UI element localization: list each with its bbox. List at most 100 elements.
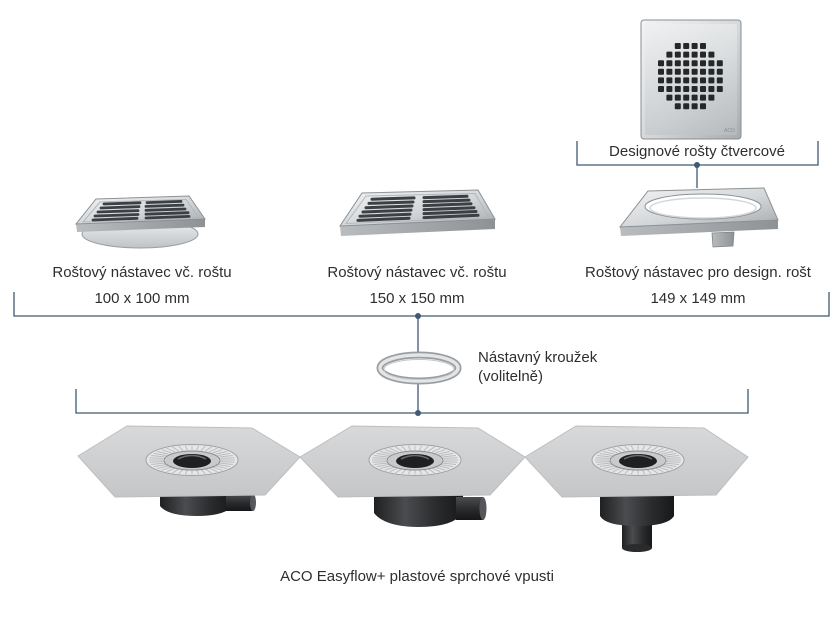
flange-rib bbox=[661, 465, 673, 469]
drains-junction-dot bbox=[415, 410, 421, 416]
ring-inner-edge bbox=[383, 359, 455, 380]
grate-hole bbox=[683, 43, 690, 49]
grate-hole bbox=[708, 68, 715, 75]
flange-rib bbox=[597, 455, 611, 458]
grate-hole bbox=[666, 51, 673, 58]
grate-hole bbox=[716, 68, 723, 75]
flange-rib bbox=[442, 455, 456, 458]
flange-rib bbox=[603, 465, 615, 469]
grate-hole bbox=[691, 51, 698, 58]
grate-hole bbox=[691, 68, 698, 75]
grate-hole bbox=[708, 51, 715, 58]
grate-hole bbox=[674, 68, 681, 75]
flange-rib bbox=[215, 451, 227, 455]
flange-rib bbox=[384, 466, 395, 471]
grate-hole bbox=[666, 68, 673, 75]
grate-hole bbox=[666, 77, 673, 84]
flange-rib bbox=[618, 468, 626, 474]
flange-rib bbox=[661, 451, 673, 455]
flange-rib bbox=[435, 466, 446, 471]
grate-hole bbox=[683, 68, 690, 75]
outlet-pipe-end bbox=[622, 544, 652, 552]
grate-hole bbox=[716, 60, 723, 67]
flange-rib bbox=[153, 452, 167, 456]
flange-rib bbox=[642, 469, 646, 475]
flange-rib bbox=[612, 467, 622, 473]
flange-rib bbox=[407, 469, 411, 475]
ring-highlight bbox=[378, 353, 460, 383]
flange-rib bbox=[440, 452, 454, 456]
grate-hole bbox=[691, 77, 698, 84]
grate-slots bbox=[91, 200, 191, 222]
grate-hole bbox=[674, 51, 681, 58]
outlet-pipe-end bbox=[250, 494, 256, 511]
flange-rib bbox=[380, 465, 392, 469]
grate-hole bbox=[666, 86, 673, 92]
flange-grid bbox=[149, 445, 235, 475]
outlet-pipe bbox=[456, 497, 483, 520]
drains-bracket bbox=[75, 389, 749, 414]
flange-rib bbox=[372, 461, 387, 463]
flange-rib bbox=[597, 462, 611, 465]
grate-frame-100-icon bbox=[74, 195, 206, 249]
flange-rib bbox=[161, 466, 172, 471]
design-grates-label: Designové rošty čtvercové bbox=[609, 143, 785, 160]
flange-rib bbox=[212, 449, 223, 454]
flange-rib bbox=[184, 445, 188, 451]
grate-hole bbox=[658, 86, 664, 92]
outlet-pipe bbox=[226, 494, 253, 511]
flange-rib bbox=[389, 467, 399, 473]
flange-rib bbox=[204, 468, 212, 474]
flange-rib bbox=[431, 447, 441, 453]
grate-hole bbox=[708, 77, 715, 84]
grate-frames-bracket bbox=[13, 292, 830, 317]
flange-rib bbox=[646, 445, 652, 451]
flange-rib bbox=[376, 452, 390, 456]
grate-hole bbox=[674, 43, 681, 49]
flange-rib bbox=[220, 461, 235, 463]
flange-rib bbox=[172, 446, 180, 452]
grate-hole bbox=[716, 77, 723, 84]
grate-hole bbox=[700, 86, 706, 92]
frame-tab bbox=[711, 231, 735, 248]
extension-ring-note: (volitelně) bbox=[478, 368, 544, 385]
grate-hole bbox=[691, 60, 698, 67]
flange-rib bbox=[646, 469, 652, 475]
flange-rib bbox=[157, 451, 169, 455]
grate-hole bbox=[700, 94, 706, 101]
flange-rib bbox=[666, 457, 681, 459]
flange-rib bbox=[666, 461, 681, 463]
design-grate-frame-size: 149 x 149 mm bbox=[650, 290, 746, 307]
flange-rib bbox=[220, 457, 235, 459]
flange-rib bbox=[423, 445, 429, 451]
drain-trap-highlight bbox=[177, 454, 207, 460]
grate-hole bbox=[691, 43, 698, 49]
flange-rib bbox=[624, 445, 630, 451]
flange-rib bbox=[166, 467, 176, 473]
flange-rib bbox=[395, 446, 403, 452]
flange-rib bbox=[372, 457, 387, 459]
flange-rib bbox=[595, 461, 610, 463]
flange-rib bbox=[204, 446, 212, 452]
flange-rib bbox=[217, 464, 231, 468]
flange-rib bbox=[654, 467, 664, 473]
flange-rib bbox=[423, 469, 429, 475]
flange-rib bbox=[442, 462, 456, 465]
flange-rib bbox=[374, 455, 388, 458]
grate-frame-150-icon bbox=[339, 189, 496, 236]
flange-rib bbox=[149, 457, 164, 459]
grate-slots bbox=[356, 194, 480, 222]
flange-rib bbox=[217, 452, 231, 456]
flange-rib bbox=[208, 447, 218, 453]
grate-hole-pattern bbox=[658, 43, 723, 110]
grate-hole bbox=[674, 86, 681, 92]
flange-rib bbox=[650, 446, 658, 452]
flange-rib bbox=[438, 451, 450, 455]
drains-label: ACO Easyflow+ plastové sprchové vpusti bbox=[280, 568, 554, 585]
grate-hole bbox=[683, 86, 690, 92]
grate-hole bbox=[658, 77, 664, 84]
flange-rib bbox=[427, 446, 435, 452]
flange-rib bbox=[208, 467, 218, 473]
grate-hole bbox=[674, 77, 681, 84]
